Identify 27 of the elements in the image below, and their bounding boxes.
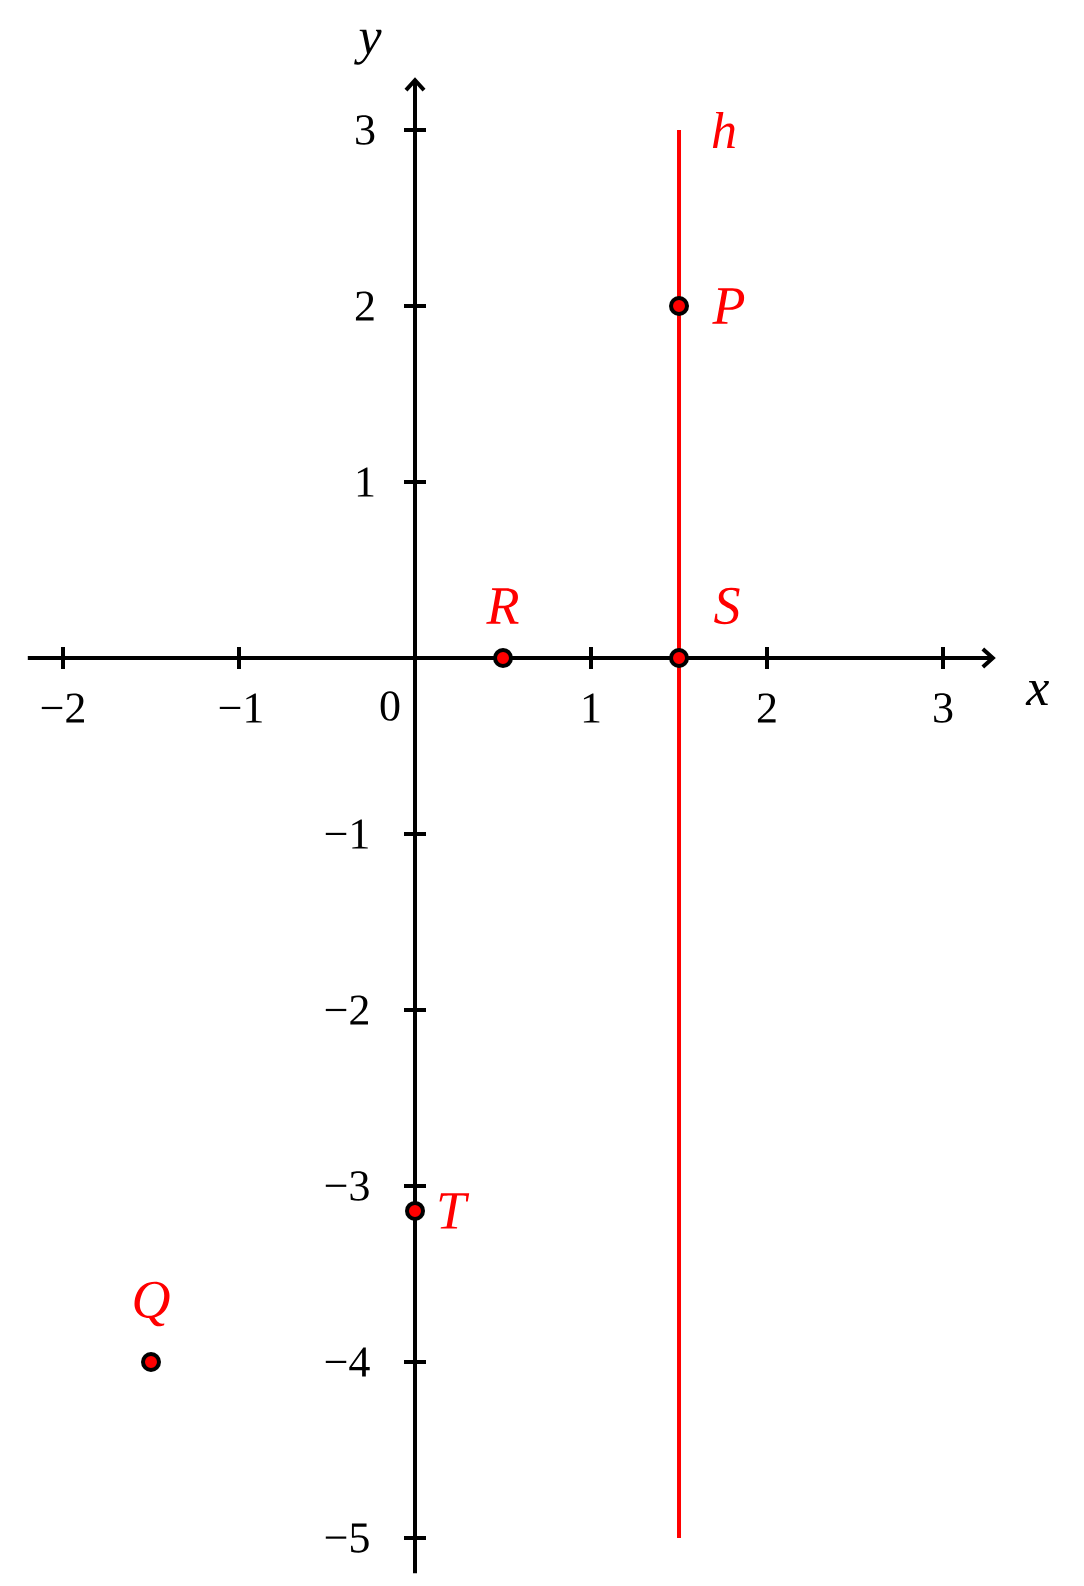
- point-label: P: [712, 288, 745, 324]
- point-label: T: [439, 1193, 470, 1229]
- point: [493, 648, 513, 668]
- tick-label: −2: [325, 995, 368, 1025]
- tick-label: −1: [325, 819, 368, 849]
- point-label: R: [486, 588, 519, 624]
- tick-label: 2: [757, 693, 776, 723]
- axis-label: y: [354, 29, 382, 65]
- tick-label: 3: [356, 115, 375, 145]
- tick-label: 1: [583, 693, 600, 723]
- tick-label: −5: [325, 1523, 369, 1553]
- tick-label: 1: [357, 467, 374, 497]
- axis-label: x: [1025, 681, 1049, 705]
- tick-label: 0: [380, 691, 400, 721]
- point: [669, 648, 689, 668]
- tick-label: −3: [325, 1171, 369, 1201]
- line-label: h: [712, 111, 735, 149]
- point-label: Q: [134, 1281, 170, 1327]
- tick-label: −1: [219, 693, 262, 723]
- tick-label: −2: [41, 693, 84, 723]
- point: [669, 296, 689, 316]
- tick-label: 2: [355, 291, 374, 321]
- point-label: S: [714, 587, 740, 625]
- tick-label: 3: [934, 693, 953, 723]
- tick-label: −4: [325, 1347, 370, 1377]
- point: [405, 1200, 425, 1221]
- point: [141, 1352, 161, 1372]
